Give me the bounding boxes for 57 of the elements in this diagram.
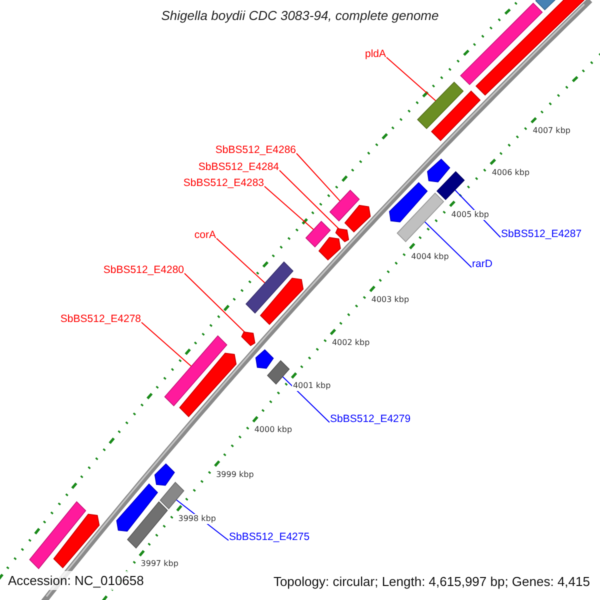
- gene-feature: [127, 501, 168, 549]
- gene-feature: [260, 278, 304, 326]
- gene-feature: [417, 82, 464, 130]
- gene-label: SbBS512_E4283: [183, 177, 264, 190]
- gene-feature: [389, 182, 428, 222]
- gene-feature: [427, 158, 450, 182]
- leader-line: [264, 186, 314, 230]
- tick-label: 3997 kbp: [140, 559, 180, 570]
- gene-label: SbBS512_E4275: [229, 531, 310, 544]
- gene-label: SbBS512_E4280: [103, 264, 184, 277]
- gene-feature: [266, 360, 290, 385]
- tick-label: 3999 kbp: [215, 470, 255, 480]
- tick-label: 4003 kbp: [370, 294, 410, 305]
- gene-feature: [164, 335, 228, 406]
- tick-label: 3998 kbp: [177, 514, 217, 524]
- leader-line: [279, 170, 340, 230]
- gene-feature: [318, 237, 341, 260]
- leader-line: [296, 152, 341, 202]
- gene-feature: [436, 171, 465, 200]
- gene-feature: [154, 463, 175, 486]
- gene-feature: [329, 190, 360, 222]
- gene-label: SbBS512_E4286: [215, 144, 296, 157]
- gene-label: SbBS512_E4278: [60, 313, 141, 326]
- tick-label: 4005 kbp: [450, 210, 490, 220]
- tick-label: 4002 kbp: [330, 338, 371, 348]
- title: Shigella boydii CDC 3083-94, complete genome: [160, 8, 440, 23]
- gene-feature: [396, 192, 444, 242]
- leader-line: [282, 376, 330, 423]
- gene-feature: [335, 228, 350, 242]
- leader-line: [216, 238, 266, 284]
- tick-label: 4000 kbp: [253, 425, 294, 436]
- gene-feature: [29, 501, 86, 570]
- genome-summary: Topology: circular; Length: 4,615,997 bp; Genes: 4,415: [273, 574, 590, 589]
- gene-label: SbBS512_E4287: [501, 228, 582, 241]
- gene-feature: [53, 514, 100, 568]
- leader-line: [184, 272, 246, 334]
- gene-feature: [179, 352, 237, 418]
- tick-label: 4007 kbp: [532, 126, 572, 136]
- gene-feature: [460, 2, 543, 86]
- gene-feature: [241, 331, 256, 346]
- leader-line: [141, 322, 192, 367]
- gene-label: pldA: [364, 48, 386, 61]
- tick-label: 4004 kbp: [410, 252, 450, 262]
- gene-label: SbBS512_E4279: [330, 413, 411, 426]
- gene-feature: [431, 90, 481, 142]
- gene-feature: [305, 220, 331, 248]
- leader-line: [424, 221, 472, 268]
- gene-label: corA: [194, 229, 216, 242]
- gene-feature: [116, 483, 158, 532]
- gene-label: rarD: [472, 258, 492, 271]
- gene-feature: [344, 204, 371, 232]
- gene-feature: [255, 349, 274, 369]
- gene-feature: [245, 261, 294, 314]
- leader-line: [386, 56, 436, 102]
- gene-label: SbBS512_E4284: [198, 161, 279, 174]
- tick-label: 4001 kbp: [292, 381, 332, 392]
- tick-label: 4006 kbp: [490, 168, 531, 178]
